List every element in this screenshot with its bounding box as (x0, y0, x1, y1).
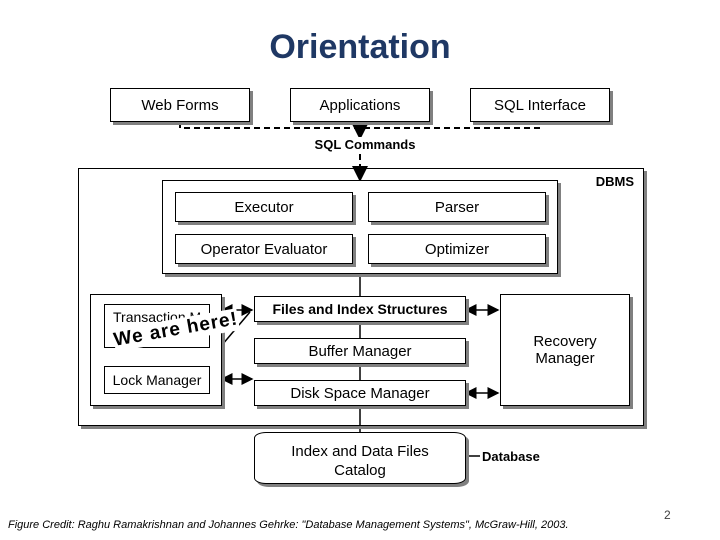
dbms-label: DBMS (595, 174, 634, 189)
dbms-box (78, 168, 644, 426)
optimizer-box: Optimizer (368, 234, 546, 264)
sql-commands-label: SQL Commands (300, 137, 430, 152)
web-forms-box: Web Forms (110, 88, 250, 122)
buffer-manager-box: Buffer Manager (254, 338, 466, 364)
disk-space-manager-label: Disk Space Manager (290, 384, 430, 402)
parser-label: Parser (434, 198, 480, 216)
slide-title: Orientation (269, 28, 451, 66)
figure-credit: Figure Credit: Raghu Ramakrishnan and Jo… (8, 519, 569, 531)
parser-box: Parser (368, 192, 546, 222)
operator-evaluator-box: Operator Evaluator (175, 234, 353, 264)
files-index-label: Files and Index Structures (272, 301, 448, 317)
database-files-label: Index and Data Files (291, 443, 429, 460)
operator-evaluator-label: Operator Evaluator (200, 240, 328, 258)
web-forms-label: Web Forms (141, 96, 219, 114)
applications-label: Applications (319, 96, 401, 114)
database-catalog-label: Catalog (334, 462, 386, 479)
lock-manager-label: Lock Manager (112, 372, 202, 388)
disk-space-manager-box: Disk Space Manager (254, 380, 466, 406)
applications-box: Applications (290, 88, 430, 122)
database-label: Database (482, 449, 540, 464)
executor-label: Executor (234, 198, 294, 216)
optimizer-label: Optimizer (424, 240, 490, 258)
buffer-manager-label: Buffer Manager (308, 342, 412, 360)
slide-number: 2 (664, 508, 671, 522)
sql-interface-label: SQL Interface (494, 96, 586, 114)
database-cylinder (254, 432, 466, 484)
executor-box: Executor (175, 192, 353, 222)
lock-manager-box: Lock Manager (104, 366, 210, 394)
files-index-box: Files and Index Structures (254, 296, 466, 322)
sql-interface-box: SQL Interface (470, 88, 610, 122)
recovery-manager-label: Recovery Manager (533, 333, 597, 367)
recovery-manager-box: Recovery Manager (500, 294, 630, 406)
